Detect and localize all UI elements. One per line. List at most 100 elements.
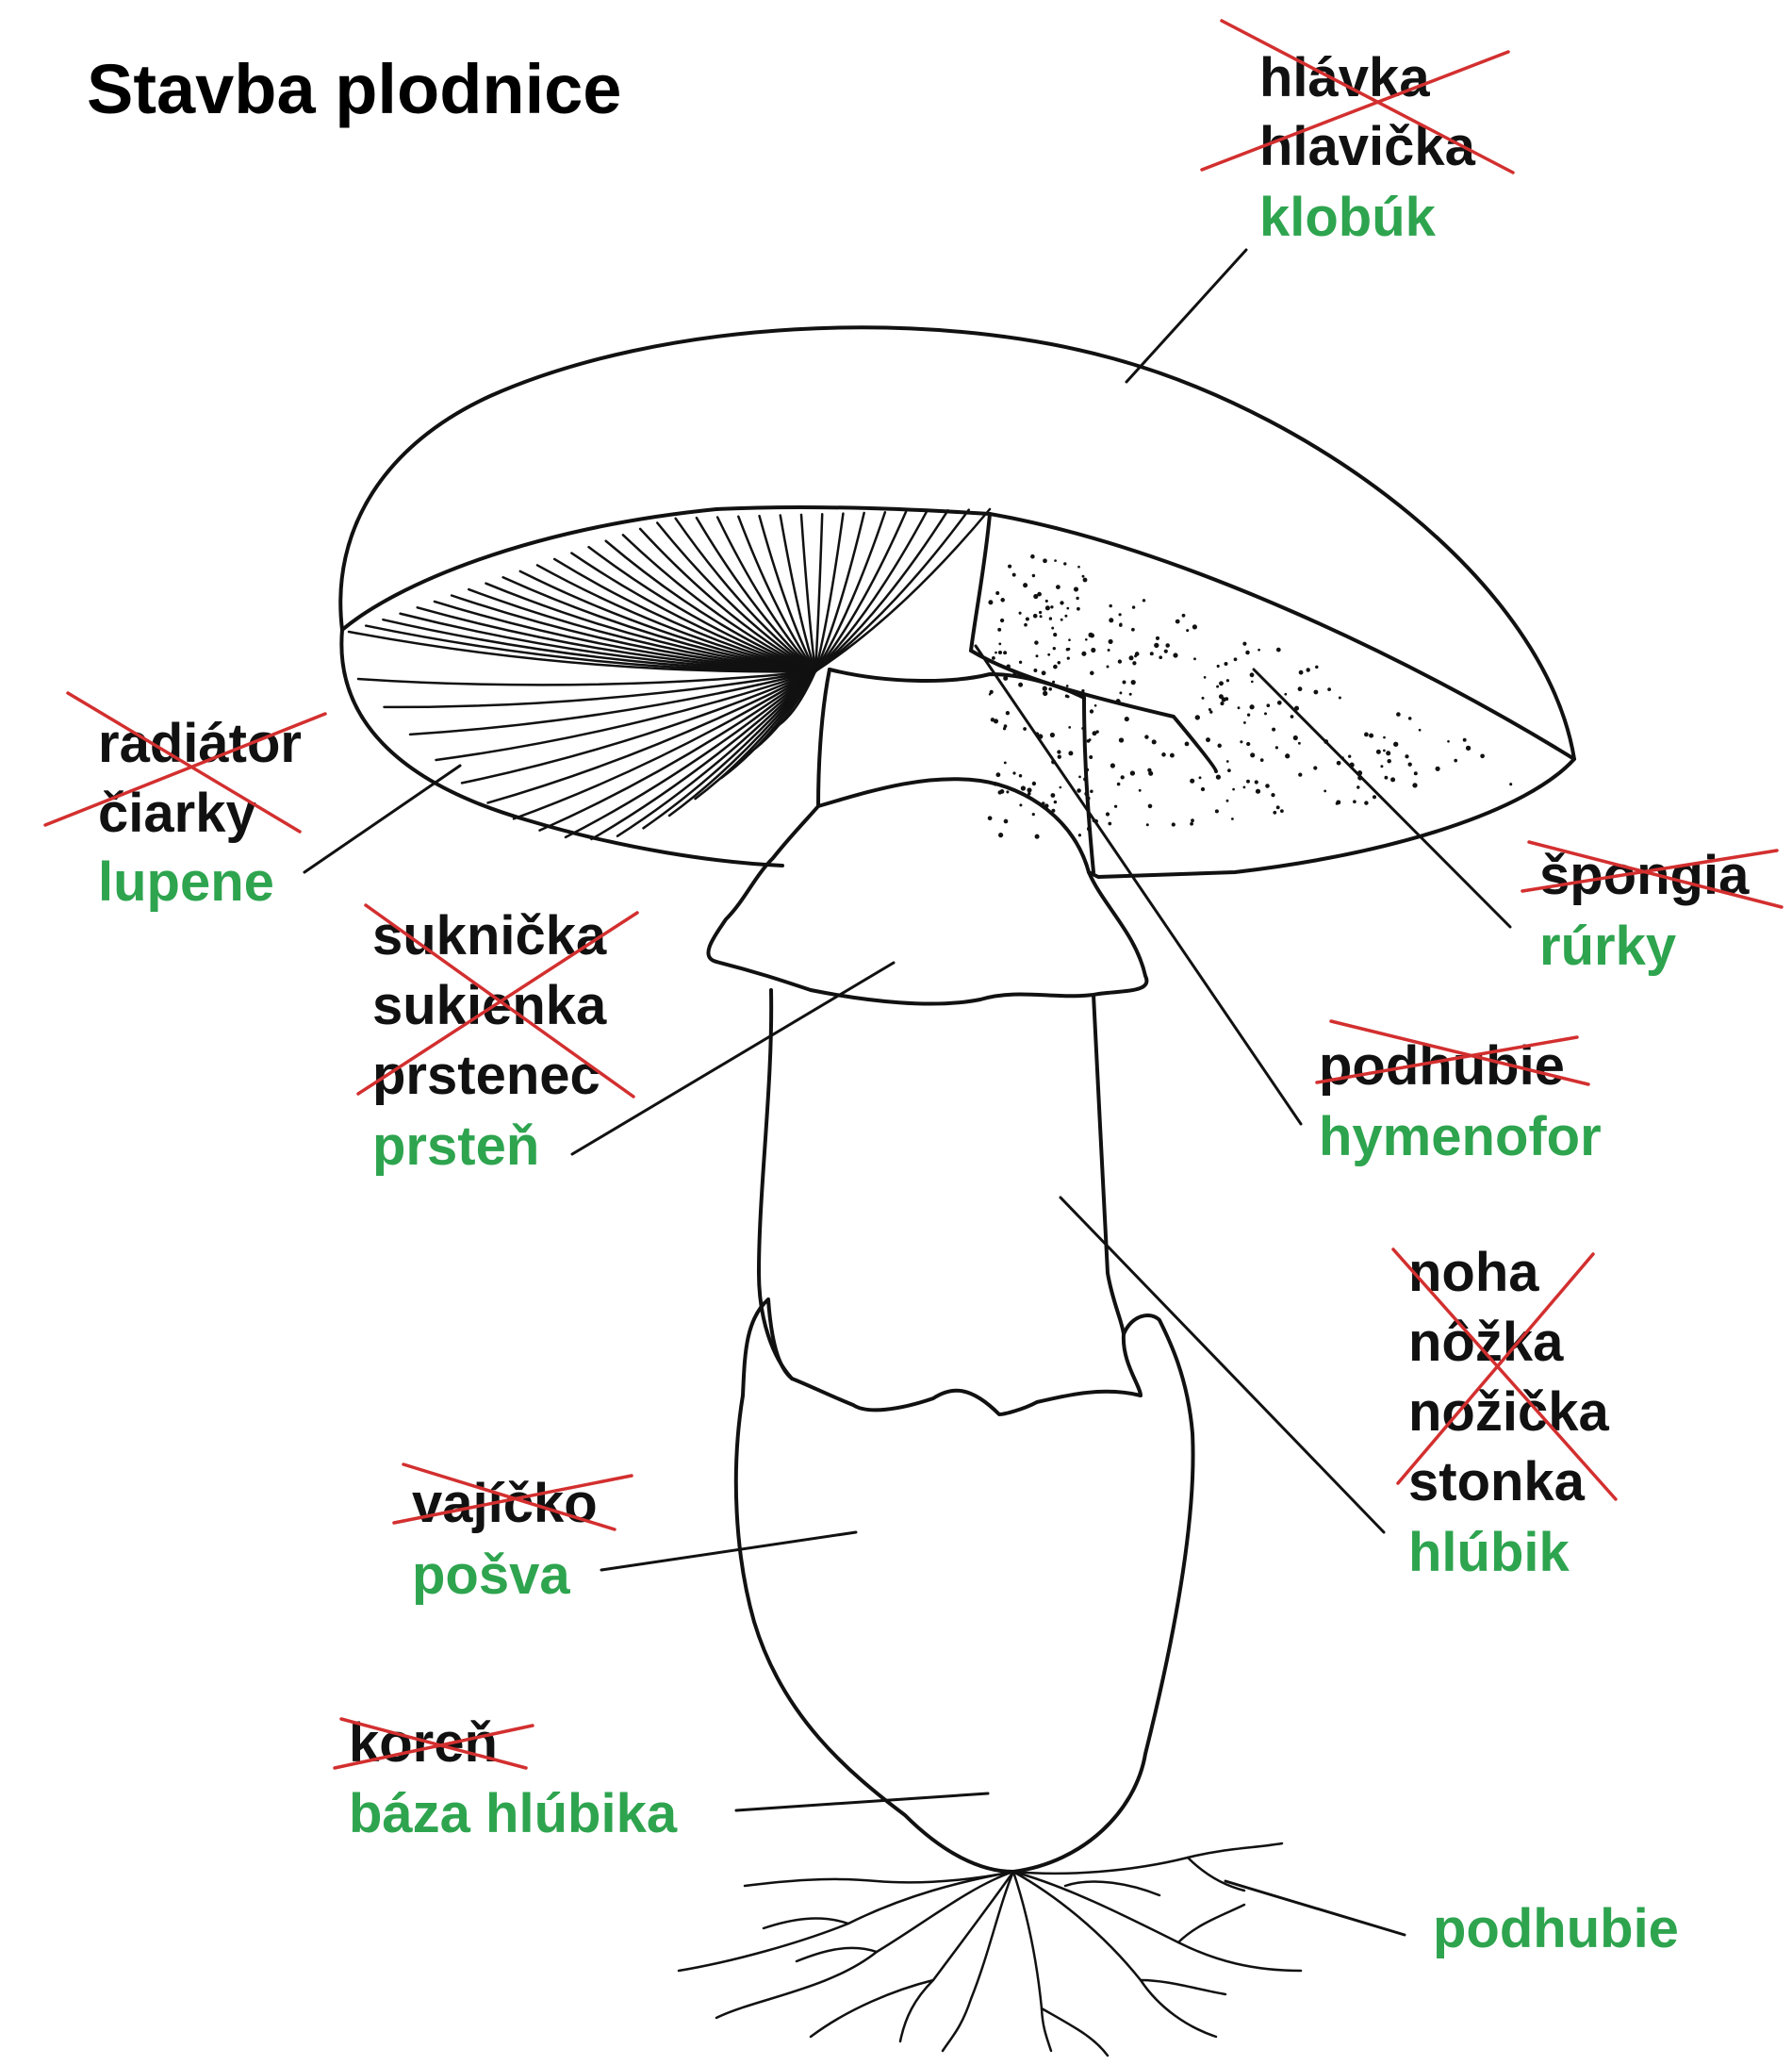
leader-rurky [1254, 669, 1510, 927]
pore-dot [1173, 653, 1177, 657]
pore-dot [1195, 715, 1200, 719]
pore-dot [1156, 636, 1159, 640]
pore-dot [1273, 811, 1276, 815]
pore-dot [1393, 742, 1398, 747]
pore-dot [1067, 648, 1070, 651]
pore-dot [1121, 775, 1125, 779]
pore-dot [1216, 686, 1219, 688]
pore-dot [1032, 574, 1035, 577]
pore-dot [1106, 812, 1110, 816]
pore-dot [1170, 753, 1175, 758]
pore-dot [1408, 717, 1412, 720]
leader-hymenofor [976, 646, 1301, 1124]
pore-dot [1048, 687, 1052, 691]
pore-dot [1164, 650, 1168, 653]
pore-dot [1034, 640, 1038, 644]
pore-dot [1246, 780, 1250, 784]
pore-dot [1243, 721, 1246, 724]
pore-dot [1190, 822, 1193, 826]
pore-dot [988, 816, 993, 820]
pore-dot [1131, 680, 1136, 685]
pore-dot [1175, 620, 1180, 624]
pore-dot [1226, 800, 1229, 802]
pore-dot [1084, 792, 1089, 797]
pore-dot [1414, 771, 1418, 775]
pore-dot [1085, 638, 1088, 641]
pore-dot [1216, 775, 1221, 780]
pore-dot [1202, 697, 1205, 700]
pore-dot [1052, 681, 1055, 684]
pore-dot [1276, 805, 1280, 809]
pore-dot [1109, 639, 1113, 644]
pore-dot [1053, 665, 1058, 669]
pore-dot [1130, 770, 1135, 775]
pore-dot [1019, 774, 1023, 778]
pore-dot [1336, 802, 1339, 805]
pore-dot [1313, 766, 1317, 769]
pore-dot [1051, 627, 1054, 630]
pore-dot [1063, 562, 1066, 565]
label-group-prsten: suknička sukienka prstenec prsteň [358, 905, 637, 1177]
pore-dot [1089, 755, 1093, 759]
pore-dot [1128, 655, 1133, 660]
pore-dot [1019, 803, 1022, 806]
pore-dot [1383, 736, 1386, 739]
stem-top [818, 669, 830, 806]
pore-dot [1040, 615, 1043, 618]
pore-dot [1035, 834, 1040, 839]
pore-dot [1081, 727, 1084, 730]
pore-dot [1208, 708, 1211, 711]
pore-dot [1255, 780, 1258, 784]
volva-outline [736, 1299, 1193, 1872]
pore-dot [1277, 701, 1282, 705]
pore-dot [1023, 727, 1027, 731]
pore-dot [1245, 651, 1250, 655]
pore-dot [1050, 793, 1055, 798]
pore-dot [1064, 615, 1067, 618]
pore-dot [1243, 786, 1246, 789]
pore-dot [1033, 669, 1037, 672]
pore-dot [1386, 751, 1390, 755]
pore-dot [1242, 642, 1246, 646]
pore-dot [1030, 554, 1035, 559]
label-group-klobuk: hlávka hlavička klobúk [1202, 21, 1513, 248]
pore-dot [1066, 695, 1069, 698]
pore-dot [1045, 600, 1048, 603]
pore-dot [1012, 670, 1016, 674]
pore-dot [1276, 648, 1281, 653]
pore-dot [1003, 676, 1008, 681]
label-correct-prsten: prsteň [372, 1115, 539, 1177]
pore-dot [1125, 717, 1129, 721]
pore-dot [1012, 573, 1016, 577]
pore-dot [1256, 789, 1260, 794]
pore-dot [1081, 689, 1084, 692]
pore-dot [1412, 783, 1417, 787]
pore-dot [1199, 776, 1202, 779]
pore-dot [1217, 665, 1220, 668]
pore-dot [1006, 711, 1010, 715]
pore-dot [1129, 693, 1132, 696]
pore-dot [1454, 759, 1457, 763]
pore-dot [1057, 750, 1060, 753]
pore-dot [1272, 728, 1275, 732]
label-wrong: noha [1408, 1242, 1539, 1303]
pore-dot [1117, 783, 1121, 786]
pore-dot [1050, 605, 1053, 608]
label-group-hlubik: noha nôžka nožička stonka hlúbik [1393, 1242, 1616, 1583]
pore-dot [1000, 619, 1004, 622]
pore-dot [1093, 731, 1097, 735]
pore-dot [1134, 654, 1137, 657]
pore-dot [1004, 761, 1007, 764]
pore-dot [1206, 737, 1210, 742]
pore-dot [1045, 605, 1050, 610]
pore-dot [1139, 789, 1142, 792]
label-wrong: hlávka [1259, 47, 1430, 108]
pore-dot [994, 782, 997, 785]
pore-dot [1387, 759, 1391, 764]
label-wrong: hlavička [1259, 116, 1476, 177]
pore-dot [1298, 686, 1303, 691]
pore-dot [1299, 670, 1304, 675]
label-group-lupene: radiátor čiarky lupene [45, 693, 325, 913]
